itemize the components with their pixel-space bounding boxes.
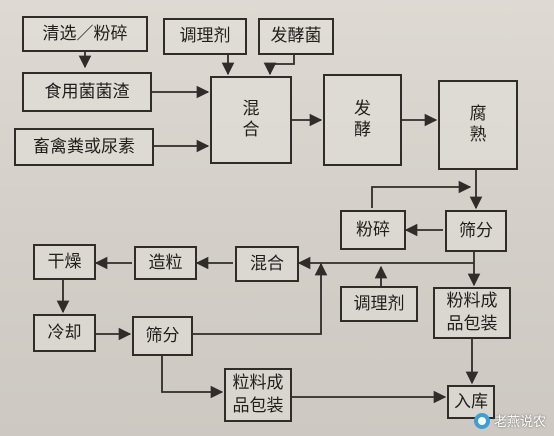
- node-mix-1-char-1: 混: [242, 98, 260, 119]
- arrow-bacteria-to-mix: [263, 55, 295, 76]
- node-granule-product: 粒料成 品包装: [224, 368, 292, 422]
- node-powder-product: 粉料成 品包装: [433, 287, 511, 339]
- node-manure-urea: 畜禽粪或尿素: [14, 128, 154, 166]
- node-mix-1: 混 合: [210, 76, 292, 164]
- watermark: 老燕说农: [473, 411, 546, 430]
- node-granulate: 造粒: [134, 246, 197, 280]
- node-regulator-mid: 调理剂: [340, 286, 418, 322]
- node-mushroom-residue: 食用菌菌渣: [22, 72, 152, 112]
- node-ferment-char-1: 发: [354, 98, 371, 119]
- node-ferment-bacteria: 发酵菌: [258, 18, 334, 55]
- arrow-sieve2-loop-up: [193, 262, 328, 335]
- node-decompose-char-2: 熟: [469, 125, 487, 145]
- node-decompose-char-1: 腐: [469, 103, 487, 124]
- arrow-crush-to-decompose: [371, 180, 472, 208]
- watermark-logo-icon: [473, 412, 490, 429]
- node-storage: 入库: [447, 385, 495, 419]
- node-ferment: 发 酵: [323, 74, 402, 166]
- node-crush: 粉碎: [340, 210, 406, 250]
- node-sieve-2: 筛分: [132, 316, 193, 356]
- node-wash-crush: 清选／粉碎: [22, 16, 148, 52]
- node-decompose: 腐 熟: [438, 80, 518, 170]
- watermark-text: 老燕说农: [493, 415, 546, 430]
- node-mix-2: 混合: [235, 246, 299, 282]
- node-mix-1-char-2: 合: [242, 120, 260, 140]
- node-regulator-top: 调理剂: [163, 18, 247, 55]
- node-ferment-char-2: 酵: [354, 120, 371, 140]
- node-cool: 冷却: [33, 314, 96, 352]
- arrow-sieve2-to-granule-product: [161, 356, 224, 399]
- node-dry: 干燥: [33, 244, 96, 280]
- node-sieve-1: 筛分: [445, 210, 507, 252]
